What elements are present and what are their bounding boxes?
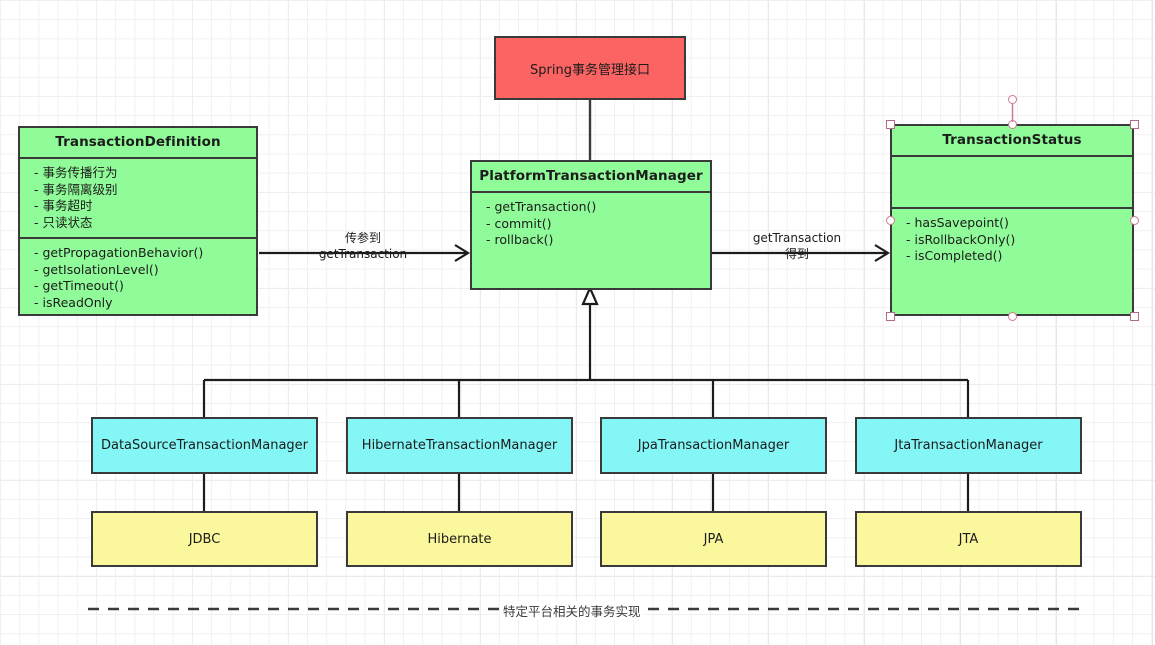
edge-label-manager-to-status: getTransaction 得到 xyxy=(722,230,872,262)
manager-label: JtaTransactionManager xyxy=(894,438,1043,453)
selection-handle-top-right[interactable] xyxy=(1130,120,1139,129)
edge-label-line2: 得到 xyxy=(784,247,809,261)
method-row: - getPropagationBehavior() xyxy=(34,245,204,260)
platform-transaction-manager-title: PlatformTransactionManager xyxy=(472,162,710,193)
method-row: - commit() xyxy=(486,215,552,231)
node-transaction-definition[interactable]: TransactionDefinition - 事务传播行为 - 事务隔离级别 … xyxy=(18,126,258,316)
method-row: - getTimeout() xyxy=(34,278,124,293)
platform-label: JPA xyxy=(703,531,724,547)
selection-handle-bottom-center[interactable] xyxy=(1008,312,1017,321)
selection-handle-bottom-left[interactable] xyxy=(886,312,895,321)
node-transaction-status[interactable]: TransactionStatus - hasSavepoint() - isR… xyxy=(890,124,1134,316)
transaction-definition-attributes: - 事务传播行为 - 事务隔离级别 - 事务超时 - 只读状态 xyxy=(20,159,256,239)
selection-handle-top-center[interactable] xyxy=(1008,120,1017,129)
method-row: - rollback() xyxy=(486,232,554,247)
method-row: - isReadOnly xyxy=(34,294,113,310)
node-jpa-transaction-manager[interactable]: JpaTransactionManager xyxy=(600,417,827,474)
node-platform-jpa[interactable]: JPA xyxy=(600,511,827,567)
method-row: - getIsolationLevel() xyxy=(34,261,159,277)
node-hibernate-transaction-manager[interactable]: HibernateTransactionManager xyxy=(346,417,573,474)
node-platform-transaction-manager[interactable]: PlatformTransactionManager - getTransact… xyxy=(470,160,712,290)
transaction-definition-title: TransactionDefinition xyxy=(20,128,256,159)
manager-label: HibernateTransactionManager xyxy=(361,438,558,453)
manager-label: JpaTransactionManager xyxy=(637,438,790,453)
method-row: - getTransaction() xyxy=(486,199,597,214)
method-row: - hasSavepoint() xyxy=(906,215,1009,230)
attribute-row: - 事务隔离级别 xyxy=(34,181,118,197)
platform-label: JTA xyxy=(958,531,979,547)
manager-label: DataSourceTransactionManager xyxy=(100,438,309,453)
method-row: - isCompleted() xyxy=(906,248,1003,263)
selection-handle-top-left[interactable] xyxy=(886,120,895,129)
attribute-row: - 只读状态 xyxy=(34,214,93,230)
method-row: - isRollbackOnly() xyxy=(906,231,1016,247)
node-platform-jdbc[interactable]: JDBC xyxy=(91,511,318,567)
attribute-row: - 事务传播行为 xyxy=(34,165,118,180)
selection-handle-bottom-right[interactable] xyxy=(1130,312,1139,321)
transaction-definition-methods: - getPropagationBehavior() - getIsolatio… xyxy=(20,239,256,317)
attribute-row: - 事务超时 xyxy=(34,198,93,213)
dashed-separator-label: 特定平台相关的事务实现 xyxy=(500,601,644,620)
rotate-handle-icon[interactable] xyxy=(1008,95,1017,104)
edge-label-line2: getTransaction xyxy=(318,247,408,261)
spring-interface-label: Spring事务管理接口 xyxy=(530,62,650,78)
transaction-status-methods: - hasSavepoint() - isRollbackOnly() - is… xyxy=(892,209,1132,314)
node-jta-transaction-manager[interactable]: JtaTransactionManager xyxy=(855,417,1082,474)
node-platform-hibernate[interactable]: Hibernate xyxy=(346,511,573,567)
node-datasource-transaction-manager[interactable]: DataSourceTransactionManager xyxy=(91,417,318,474)
transaction-status-attributes xyxy=(892,157,1132,209)
platform-transaction-manager-methods: - getTransaction() - commit() - rollback… xyxy=(472,193,710,288)
edge-label-line1: getTransaction xyxy=(752,231,842,245)
transaction-status-title: TransactionStatus xyxy=(892,126,1132,157)
node-platform-jta[interactable]: JTA xyxy=(855,511,1082,567)
platform-label: JDBC xyxy=(188,531,221,547)
edge-label-definition-to-manager: 传参到 getTransaction xyxy=(276,230,450,262)
edge-label-line1: 传参到 xyxy=(344,231,381,245)
selection-handle-mid-right[interactable] xyxy=(1130,216,1139,225)
platform-label: Hibernate xyxy=(427,531,492,547)
node-spring-transaction-interface[interactable]: Spring事务管理接口 xyxy=(494,36,686,100)
selection-handle-mid-left[interactable] xyxy=(886,216,895,225)
